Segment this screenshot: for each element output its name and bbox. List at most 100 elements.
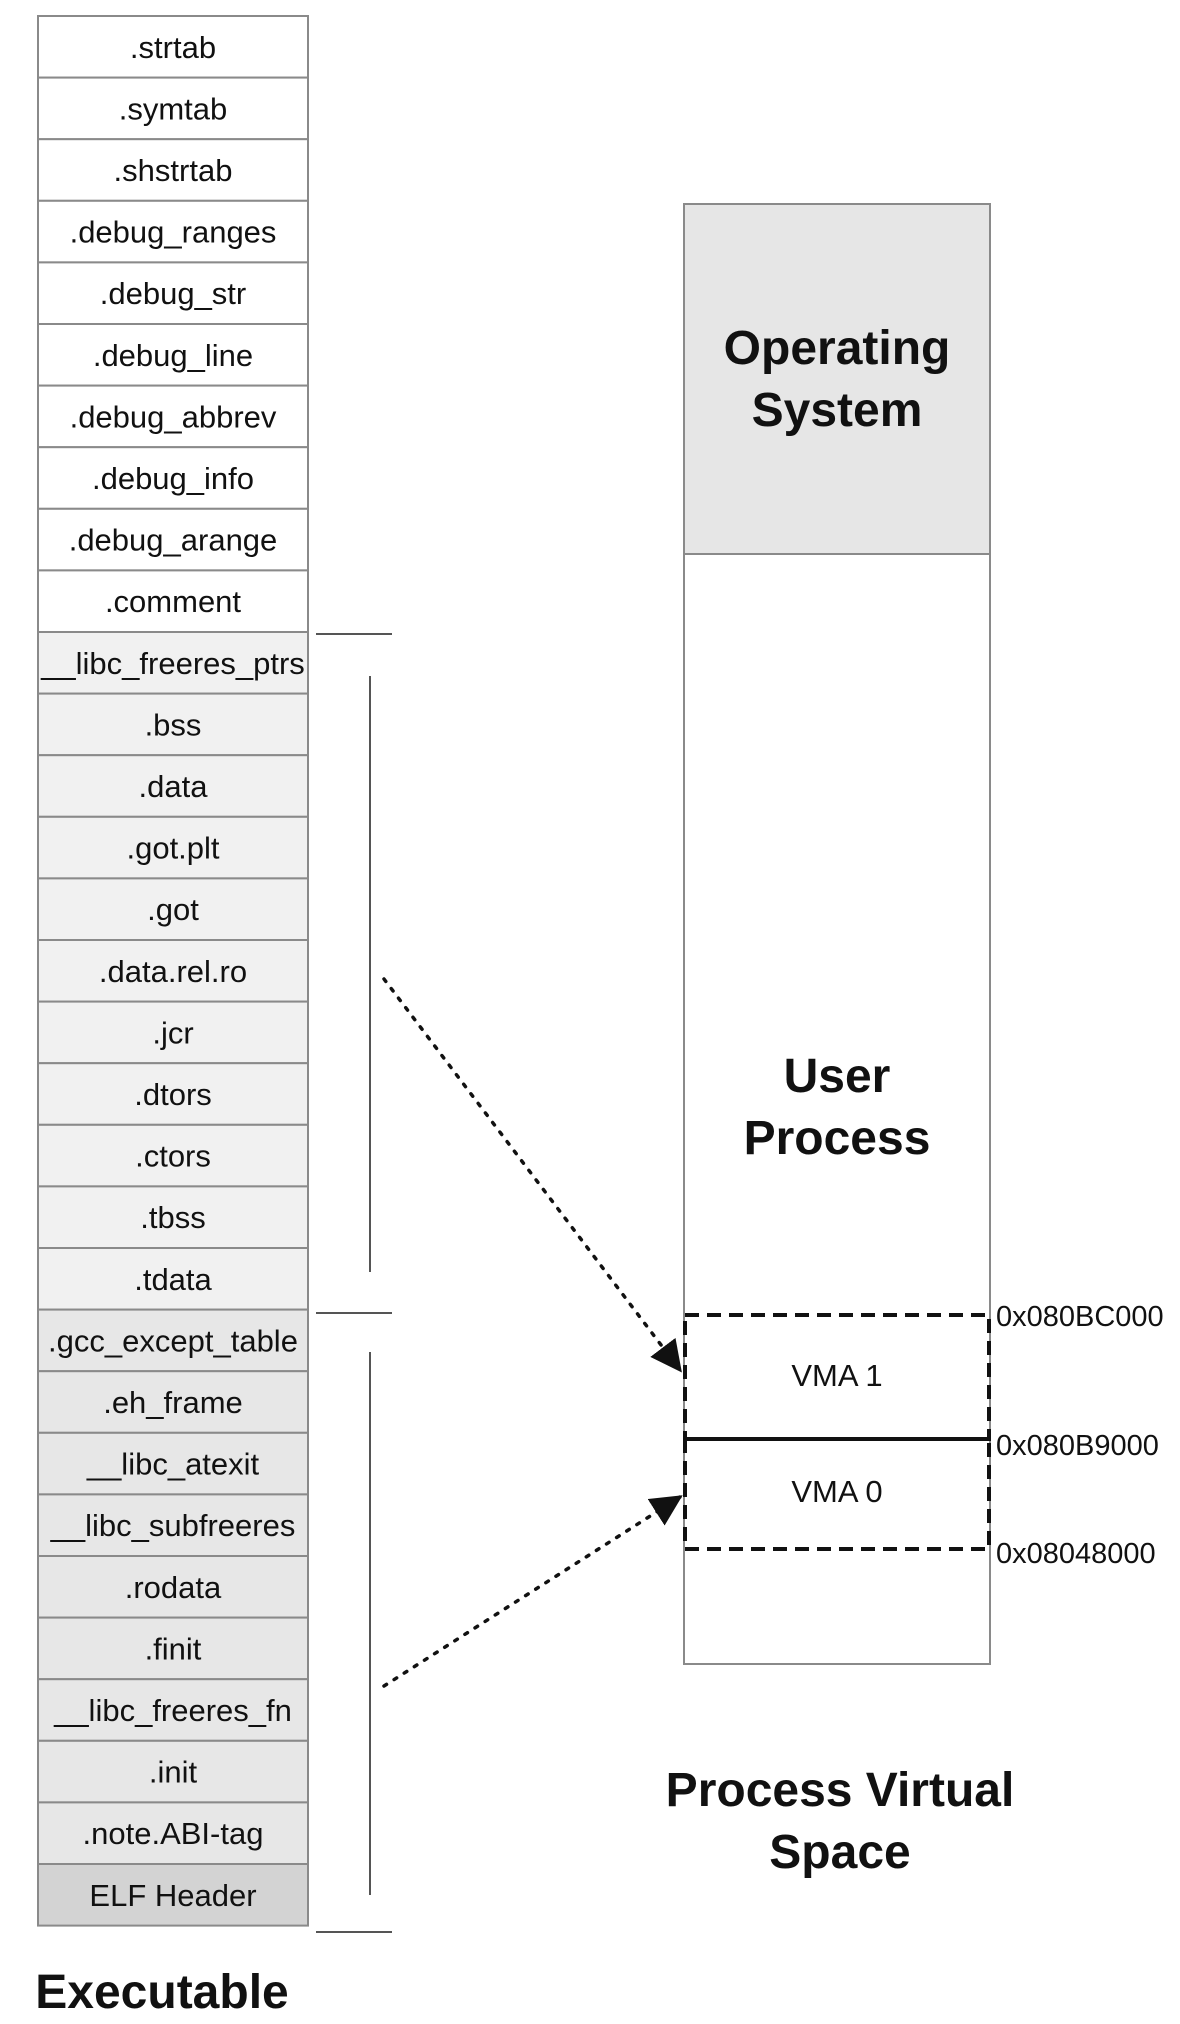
section-box [37, 1616, 309, 1681]
section-row: .got [37, 877, 309, 942]
section-box [37, 1739, 309, 1804]
section-row: __libc_freeres_ptrs [37, 631, 309, 695]
section-label: .comment [105, 584, 241, 619]
section-box [37, 815, 309, 880]
section-box [37, 1863, 309, 1927]
vma0-label: VMA 0 [791, 1474, 882, 1509]
section-box [37, 569, 309, 634]
section-row: .debug_info [37, 446, 309, 510]
section-label: .tbss [140, 1200, 205, 1235]
section-row: .tdata [37, 1247, 309, 1311]
section-row: .debug_line [37, 323, 309, 387]
vma0-box [683, 1437, 991, 1551]
section-label: .jcr [152, 1015, 193, 1050]
section-box [37, 631, 309, 695]
section-row: .debug_ranges [37, 199, 309, 264]
section-label: __libc_subfreeres [50, 1508, 296, 1543]
section-row: .gcc_except_table [37, 1308, 309, 1373]
section-row: .strtab [37, 15, 309, 79]
section-box [37, 76, 309, 141]
section-row: .debug_arange [37, 507, 309, 572]
section-box [37, 1247, 309, 1311]
process-virtual-space: Operating System User Process VMA 1 VMA … [666, 203, 1164, 1879]
address-vma0-bottom: 0x08048000 [996, 1538, 1156, 1570]
user-process-label-line2: Process [744, 1112, 931, 1165]
section-row: .debug_abbrev [37, 384, 309, 449]
section-row: .data [37, 754, 309, 818]
section-label: .dtors [134, 1077, 212, 1112]
section-box [37, 1123, 309, 1188]
executable-section-stack: .strtab .symtab .shstrtab .debug_ranges .deb… [37, 15, 309, 1927]
section-row: __libc_subfreeres [37, 1493, 309, 1558]
section-label: .bss [145, 707, 202, 742]
section-label: .ctors [135, 1139, 211, 1174]
section-label: .debug_abbrev [70, 399, 277, 434]
section-row: .symtab [37, 76, 309, 141]
section-label: .init [149, 1755, 198, 1790]
section-box [37, 1431, 309, 1496]
section-label: .debug_info [92, 461, 254, 496]
section-box [37, 323, 309, 387]
section-row: .rodata [37, 1555, 309, 1619]
section-box [37, 692, 309, 757]
section-label: __libc_freeres_fn [53, 1693, 292, 1728]
section-row: __libc_freeres_fn [37, 1678, 309, 1742]
arrow-vma1-mapping [382, 977, 682, 1373]
section-row: .tbss [37, 1185, 309, 1250]
user-process-label-line1: User [784, 1050, 891, 1103]
section-label: .got.plt [126, 831, 219, 866]
section-row: .ctors [37, 1123, 309, 1188]
section-row: .got.plt [37, 815, 309, 880]
user-process-region [683, 553, 991, 1665]
section-row: .finit [37, 1616, 309, 1681]
address-vma1-vma0-boundary: 0x080B9000 [996, 1430, 1159, 1462]
section-label: .debug_arange [69, 523, 278, 558]
section-row: .debug_str [37, 261, 309, 325]
section-label: ELF Header [89, 1878, 256, 1913]
section-row: .bss [37, 692, 309, 757]
os-region [683, 203, 991, 555]
section-label: .data [139, 769, 209, 804]
section-row: .jcr [37, 1000, 309, 1065]
process-virtual-space-label-line2: Space [769, 1826, 910, 1879]
section-box [37, 1370, 309, 1434]
process-virtual-space-label-line1: Process Virtual [666, 1764, 1015, 1817]
section-box [37, 1801, 309, 1866]
section-box [37, 138, 309, 202]
section-row: .note.ABI-tag [37, 1801, 309, 1866]
section-label: .shstrtab [114, 153, 233, 188]
os-label-line2: System [752, 384, 923, 437]
section-row: .comment [37, 569, 309, 634]
section-label: .debug_line [93, 338, 253, 373]
vma1-box [683, 1313, 991, 1441]
section-row: ELF Header [37, 1863, 309, 1927]
section-label: .symtab [119, 91, 228, 126]
section-box [37, 1555, 309, 1619]
section-box [37, 1185, 309, 1250]
section-label: .eh_frame [103, 1385, 243, 1420]
section-label: __libc_atexit [86, 1447, 260, 1482]
section-row: .eh_frame [37, 1370, 309, 1434]
address-vma1-top: 0x080BC000 [996, 1301, 1164, 1333]
section-box [37, 1308, 309, 1373]
section-row: .data.rel.ro [37, 939, 309, 1003]
section-row: .init [37, 1739, 309, 1804]
section-label: .debug_str [100, 276, 247, 311]
section-label: .finit [145, 1631, 202, 1666]
section-row: .dtors [37, 1062, 309, 1126]
section-label: .tdata [134, 1262, 212, 1297]
section-label: .rodata [125, 1570, 222, 1605]
os-label-line1: Operating [724, 322, 951, 375]
section-label: .data.rel.ro [99, 954, 247, 989]
mapping-arrows [382, 977, 683, 1688]
section-box [37, 939, 309, 1003]
section-box [37, 1000, 309, 1065]
section-label: .gcc_except_table [48, 1323, 298, 1358]
section-row: .shstrtab [37, 138, 309, 202]
section-label: .note.ABI-tag [83, 1816, 264, 1851]
section-box [37, 1062, 309, 1126]
vma1-label: VMA 1 [791, 1358, 882, 1393]
section-box [37, 1678, 309, 1742]
segment-brackets [316, 633, 392, 1933]
